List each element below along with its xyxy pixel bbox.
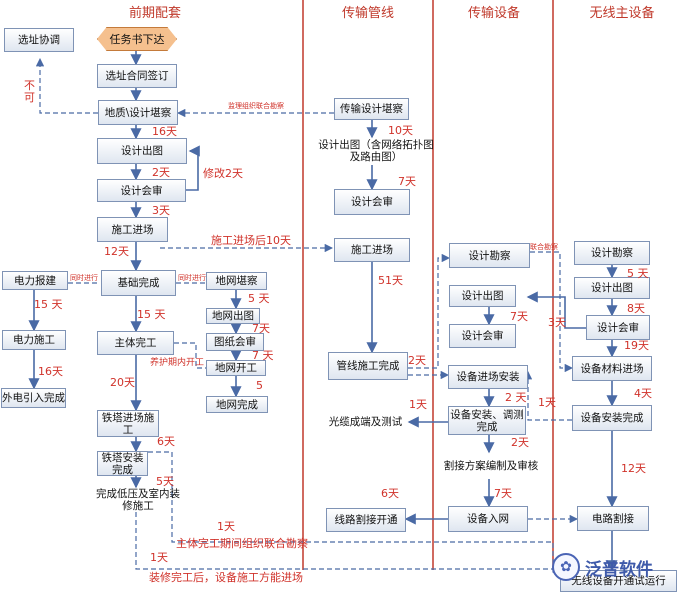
label-duration: 16天	[38, 365, 63, 378]
node-ground-start[interactable]: 地网开工	[206, 360, 266, 376]
node-design-review[interactable]: 设计会审	[97, 179, 186, 202]
column-title-wireless-equipment: 无线主设备	[589, 6, 655, 21]
node-wl-install-complete[interactable]: 设备安装完成	[572, 405, 652, 431]
label-revise: 修改2天	[203, 167, 243, 180]
start-node[interactable]: 任务书下达	[97, 27, 177, 51]
label-duration: 7天	[252, 322, 270, 335]
label-duration: 7天	[494, 487, 512, 500]
node-cutover-plan[interactable]: 割接方案编制及审核	[443, 459, 539, 472]
node-fiber-termination[interactable]: 光缆成端及测试	[328, 416, 403, 428]
label-after-decoration: 装修完工后，设备施工方能进场	[149, 571, 303, 584]
label-duration: 5 天	[248, 292, 270, 305]
label-joint-survey-small: 联合勘察	[530, 243, 558, 251]
node-geo-survey[interactable]: 地质\设计堪察	[98, 100, 178, 125]
label-duration: 6天	[381, 487, 399, 500]
node-power-construction[interactable]: 电力施工	[2, 330, 66, 350]
node-wl-review[interactable]: 设计会审	[586, 315, 650, 340]
label-duration: 7天	[398, 175, 416, 188]
label-duration: 51天	[378, 274, 403, 287]
label-duration: 1天	[538, 396, 556, 409]
node-transmission-survey[interactable]: 传输设计堪察	[334, 98, 409, 120]
label-duration: 2 天	[505, 391, 527, 404]
node-equipment-network[interactable]: 设备入网	[448, 506, 528, 532]
node-te-drawing[interactable]: 设计出图	[449, 285, 516, 307]
node-construction-entry[interactable]: 施工进场	[97, 217, 168, 242]
node-line-cutover[interactable]: 线路割接开通	[326, 508, 406, 532]
node-circuit-cutover[interactable]: 电路割接	[577, 506, 649, 531]
label-duration: 1天	[150, 551, 168, 564]
label-joint-survey: 主体完工期间组织联合勘察	[176, 537, 308, 550]
node-main-structure-complete[interactable]: 主体完工	[97, 331, 174, 355]
label-supervisor-survey: 监理组织联合勘察	[228, 102, 284, 110]
label-duration: 6天	[157, 435, 175, 448]
node-te-install-test[interactable]: 设备安装、调测完成	[448, 406, 526, 435]
node-te-equipment-entry[interactable]: 设备进场安装	[448, 365, 528, 389]
label-duration: 3天	[152, 204, 170, 217]
node-ground-complete[interactable]: 地网完成	[206, 396, 268, 413]
node-design-drawing[interactable]: 设计出图	[97, 138, 187, 164]
column-title-transmission-line: 传输管线	[341, 6, 394, 21]
label-not-ok: 不可	[24, 79, 35, 104]
node-external-power-complete[interactable]: 外电引入完成	[1, 388, 66, 408]
label-duration: 16天	[152, 125, 177, 138]
node-transmission-drawing[interactable]: 设计出图（含网络拓扑图及路由图）	[318, 139, 434, 163]
node-ground-drawing[interactable]: 地网出图	[206, 308, 260, 324]
label-duration: 15 天	[137, 308, 166, 321]
node-low-voltage-decoration[interactable]: 完成低压及室内装修施工	[96, 487, 180, 512]
label-duration: 5天	[156, 475, 174, 488]
node-foundation-complete[interactable]: 基础完成	[101, 270, 176, 296]
node-pipeline-complete[interactable]: 管线施工完成	[328, 352, 408, 380]
node-tower-installed[interactable]: 铁塔安装完成	[97, 451, 148, 476]
column-title-transmission-equipment: 传输设备	[467, 6, 520, 21]
label-duration: 7 天	[252, 349, 274, 362]
node-ground-review[interactable]: 图纸会审	[206, 333, 264, 351]
node-wl-material-entry[interactable]: 设备材料进场	[572, 356, 652, 381]
node-te-review[interactable]: 设计会审	[449, 324, 516, 348]
label-duration: 15 天	[34, 298, 63, 311]
node-site-coordination[interactable]: 选址协调	[4, 28, 74, 52]
label-duration: 2天	[511, 436, 529, 449]
label-duration: 3天	[548, 316, 566, 329]
label-duration: 4天	[634, 387, 652, 400]
label-duration: 8天	[627, 302, 645, 315]
node-wl-survey[interactable]: 设计勘察	[574, 241, 650, 265]
label-duration: 20天	[110, 376, 135, 389]
label-duration: 5	[256, 379, 263, 392]
fanpu-logo-icon: ✿	[552, 553, 580, 581]
node-site-contract[interactable]: 选址合同签订	[97, 64, 177, 88]
label-duration: 10天	[388, 124, 413, 137]
label-duration: 1天	[409, 398, 427, 411]
node-wl-drawing[interactable]: 设计出图	[574, 277, 650, 299]
label-duration: 12天	[104, 245, 129, 258]
label-duration: 5 天	[627, 267, 649, 280]
logo: ✿ 泛普软件	[552, 552, 677, 582]
label-after-entry: 施工进场后10天	[211, 234, 291, 247]
label-duration: 2天	[408, 354, 426, 367]
label-simultaneous: 同时进行	[70, 274, 98, 282]
label-simultaneous: 同时进行	[178, 274, 206, 282]
column-title-preliminary: 前期配套	[128, 6, 181, 21]
label-duration: 7天	[510, 310, 528, 323]
label-maintenance: 养护期内开工	[150, 358, 205, 368]
node-ground-survey[interactable]: 地网堪察	[206, 272, 267, 290]
label-duration: 1天	[217, 520, 235, 533]
logo-text: 泛普软件	[585, 559, 653, 580]
node-power-application[interactable]: 电力报建	[2, 271, 68, 290]
label-duration: 12天	[621, 462, 646, 475]
node-wireless-trial[interactable]: 无线设备开通试运行	[560, 570, 677, 592]
node-te-survey[interactable]: 设计勘察	[449, 243, 530, 268]
label-duration: 2天	[152, 166, 170, 179]
node-transmission-entry[interactable]: 施工进场	[334, 238, 410, 262]
node-transmission-review[interactable]: 设计会审	[334, 189, 410, 215]
label-duration: 19天	[624, 339, 649, 352]
node-tower-construction[interactable]: 铁塔进场施工	[97, 410, 159, 437]
